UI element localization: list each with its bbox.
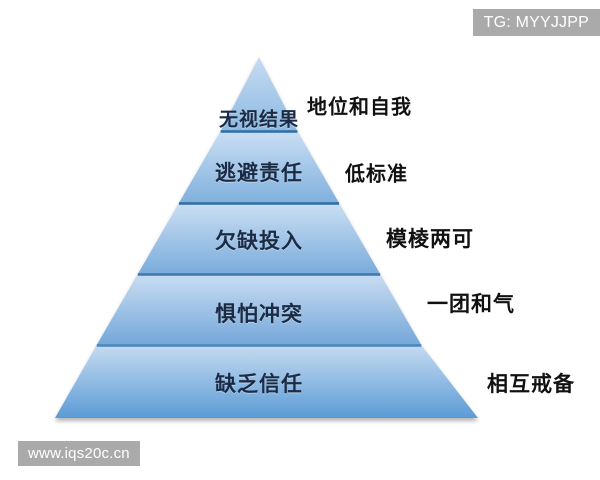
pyramid-side-label-4: 一团和气 — [427, 291, 515, 316]
pyramid-tier-2-label: 逃避责任 — [215, 161, 303, 185]
watermark-top-right: TG: MYYJJPP — [472, 9, 600, 36]
pyramid-side-label-3: 模棱两可 — [386, 226, 474, 251]
pyramid-tier-3 — [137, 203, 381, 274]
watermark-bottom-left: www.iqs20c.cn — [18, 441, 140, 466]
pyramid-tiers — [55, 57, 478, 418]
pyramid-side-label-5: 相互戒备 — [487, 371, 575, 396]
pyramid-tier-1-label: 无视结果 — [218, 108, 300, 131]
pyramid-tier-1 — [220, 57, 298, 131]
pyramid-tier-5 — [55, 345, 478, 418]
pyramid-tier-5-label: 缺乏信任 — [215, 372, 303, 396]
pyramid-side-label-1: 地位和自我 — [307, 94, 412, 119]
pyramid-tier-3-label: 欠缺投入 — [215, 229, 303, 253]
pyramid-tier-2 — [178, 131, 340, 203]
pyramid-tier-4-label: 惧怕冲突 — [215, 302, 303, 326]
pyramid-tier-4 — [96, 274, 422, 345]
pyramid-side-label-2: 低标准 — [345, 161, 408, 186]
